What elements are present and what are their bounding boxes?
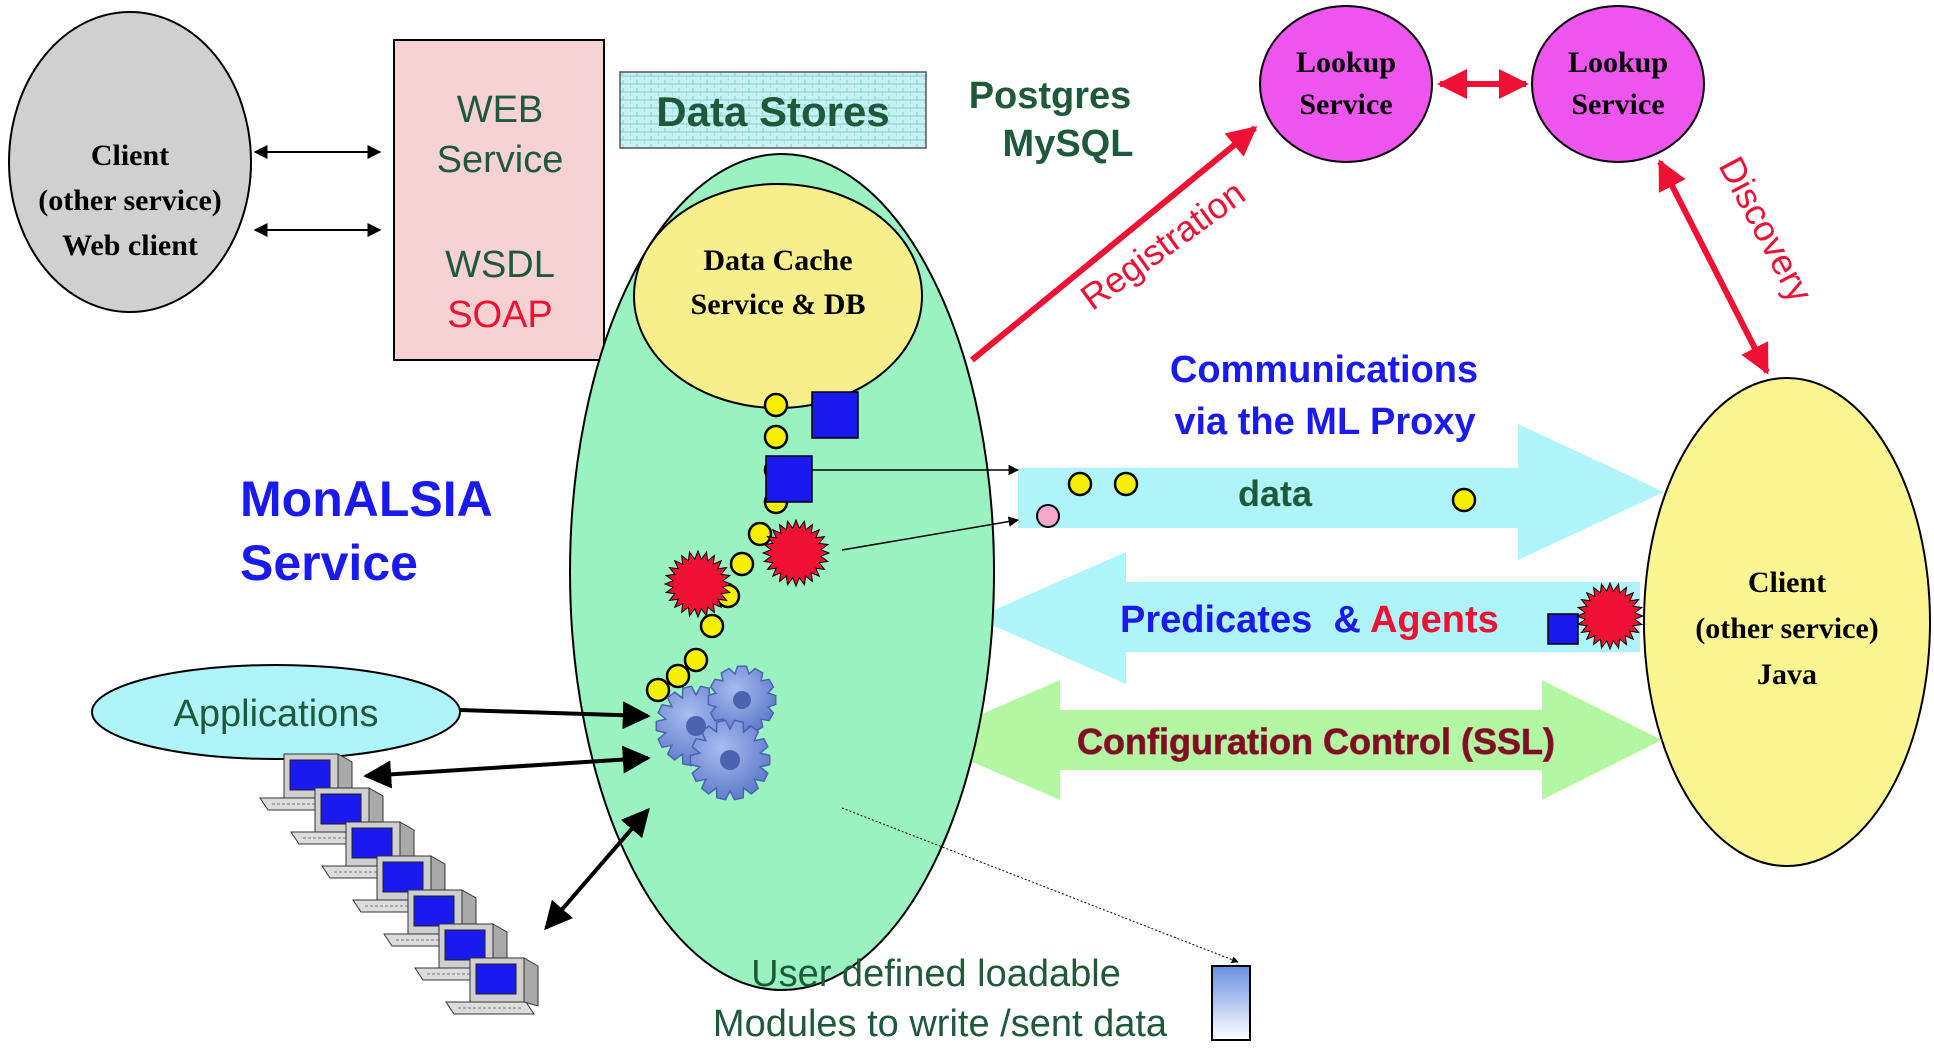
data-stores-box: Data Stores (619, 71, 927, 149)
data-cache-ellipse: Data Cache Service & DB (633, 183, 923, 409)
config-control-label: Configuration Control (SSL) (1077, 721, 1555, 762)
lookup-2-line2: Service (1571, 88, 1664, 121)
agent-gear-icon-1 (761, 518, 831, 588)
client-right-line2: (other service) (1695, 612, 1879, 645)
module-square-icon-1 (811, 391, 859, 439)
communications-line1: Communications (1170, 349, 1478, 391)
agent-gear-icon (1575, 581, 1645, 651)
user-modules-line2: Modules to write /sent data (713, 1003, 1168, 1045)
registration-label: Registration (1073, 172, 1253, 318)
farm-arrow-2 (544, 807, 650, 931)
cogs-icon (655, 665, 777, 801)
discovery-label: Discovery (1711, 150, 1821, 309)
client-right-ellipse: Client (other service) Java (1643, 377, 1931, 867)
postgres-label: Postgres (969, 75, 1132, 117)
client-left-line3: Web client (62, 229, 198, 262)
registration-arrow (970, 125, 1258, 363)
client-right-line3: Java (1757, 658, 1817, 691)
soap-label: SOAP (447, 294, 553, 336)
data-dots (1036, 471, 1477, 528)
lookup-1-line1: Lookup (1296, 46, 1396, 79)
discovery-arrow (1657, 159, 1770, 375)
data-cache-line2: Service & DB (691, 288, 866, 321)
user-modules-line1: User defined loadable (751, 953, 1121, 995)
applications-label: Applications (174, 693, 379, 735)
monalisa-line1: MonALSIA (240, 471, 493, 527)
computer-farm-icon (259, 753, 539, 1015)
lookup-service-1: Lookup Service (1259, 5, 1433, 163)
data-cache-line1: Data Cache (703, 244, 852, 277)
data-arrow-shape (1018, 424, 1664, 560)
mysql-label: MySQL (1003, 123, 1134, 165)
client-left-line2: (other service) (38, 184, 222, 217)
communications-line2: via the ML Proxy (1174, 401, 1475, 443)
computer-icon (445, 957, 539, 1015)
web-service-box: WEB Service WSDL SOAP (393, 39, 605, 361)
wsdl-label: WSDL (445, 244, 555, 286)
lookup-1-line2: Service (1299, 88, 1392, 121)
computer-icon (414, 923, 508, 981)
web-service-line1: WEB (457, 89, 544, 131)
lookup-2-line1: Lookup (1568, 46, 1668, 79)
predicates-label: Predicates & Agents (1120, 599, 1499, 641)
predicates-arrow-shape (976, 552, 1640, 684)
config-arrow-shape (922, 680, 1662, 800)
data-arrow-label: data (1238, 473, 1313, 514)
monalisa-line2: Service (240, 535, 418, 591)
client-left-ellipse: Client (other service) Web client (8, 11, 252, 313)
farm-arrow-1 (363, 745, 651, 789)
module-dotted-arrow (841, 807, 1239, 963)
applications-arrow (459, 701, 651, 730)
client-left-line1: Client (91, 139, 169, 172)
predicate-square-icon (1547, 613, 1579, 645)
loadable-module-icon (1211, 965, 1251, 1041)
web-service-line2: Service (437, 139, 564, 181)
applications-ellipse: Applications (91, 664, 461, 760)
data-stores-label: Data Stores (656, 88, 889, 135)
agent-gear-icon-2 (663, 549, 733, 619)
client-right-line1: Client (1748, 566, 1826, 599)
module-square-icon-2 (765, 455, 813, 503)
lookup-service-2: Lookup Service (1531, 5, 1705, 163)
agent-to-data-arrow (841, 516, 1020, 551)
